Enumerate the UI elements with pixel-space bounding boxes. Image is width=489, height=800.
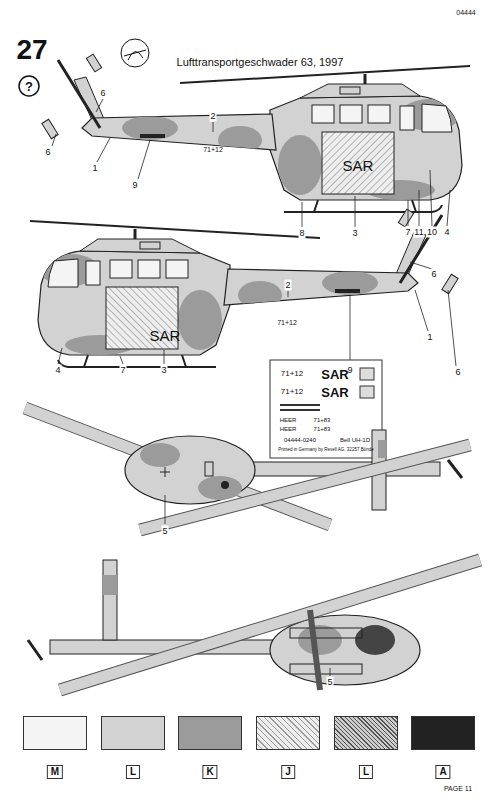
callout-number: 3	[351, 228, 358, 239]
color-swatch	[411, 716, 475, 750]
color-swatch	[178, 716, 242, 750]
decal-text: SAR	[343, 158, 374, 173]
callout-number: 4	[443, 227, 450, 238]
color-code: L	[126, 765, 140, 779]
callout-number: 7	[404, 227, 411, 238]
color-code: L	[359, 765, 373, 779]
callout-number: 11	[413, 227, 424, 238]
help-mark: ?	[25, 80, 33, 93]
callout-number: 2	[284, 280, 291, 291]
page-number: PAGE 11	[444, 785, 472, 792]
decal-code: 71+12	[277, 319, 297, 326]
decal-code: 71+12	[203, 146, 223, 153]
page-code: 04444	[456, 9, 475, 16]
figure-number: 27	[16, 36, 47, 64]
callout-number: 5	[326, 677, 333, 688]
color-code: J	[281, 765, 295, 779]
callout-number: 6	[430, 269, 437, 280]
color-swatch	[256, 716, 320, 750]
decal-text: HEER	[280, 417, 297, 423]
decal-sheet-name: Bell UH-1D	[340, 437, 370, 443]
color-swatch	[101, 716, 165, 750]
decal-text: SAR	[150, 328, 181, 343]
printer-note: Printed in Germany by Revell AG, 32257 B…	[278, 448, 373, 453]
color-swatch	[23, 716, 87, 750]
color-swatch	[334, 716, 398, 750]
decal-text: SAR	[321, 368, 348, 381]
callout-number: 6	[454, 367, 461, 378]
decal-code: 71+12	[281, 370, 303, 378]
callout-number: 10	[426, 227, 438, 238]
callout-number: 1	[91, 163, 98, 174]
color-code: A	[435, 765, 450, 779]
color-code: M	[47, 765, 63, 779]
callout-number: 6	[44, 147, 51, 158]
callout-number: 2	[209, 111, 216, 122]
decal-code: 71+12	[281, 388, 303, 396]
callout-number: 5	[161, 526, 168, 537]
decal-text: SAR	[321, 386, 348, 399]
decal-code: 71+83	[314, 417, 331, 423]
callout-number: 4	[54, 365, 61, 376]
decal-code: 71+83	[314, 426, 331, 432]
callout-number: 8	[298, 228, 305, 239]
decal-text: HEER	[280, 426, 297, 432]
callout-number: 6	[99, 88, 106, 99]
decal-sheet-number: 04444-0240	[284, 437, 316, 443]
callout-number: 3	[160, 365, 167, 376]
callout-number: 7	[119, 365, 126, 376]
color-code: K	[202, 765, 217, 779]
callout-number: 1	[426, 332, 433, 343]
callout-number: 9	[131, 180, 138, 191]
title: Lufttransportgeschwader 63, 1997	[177, 56, 344, 68]
